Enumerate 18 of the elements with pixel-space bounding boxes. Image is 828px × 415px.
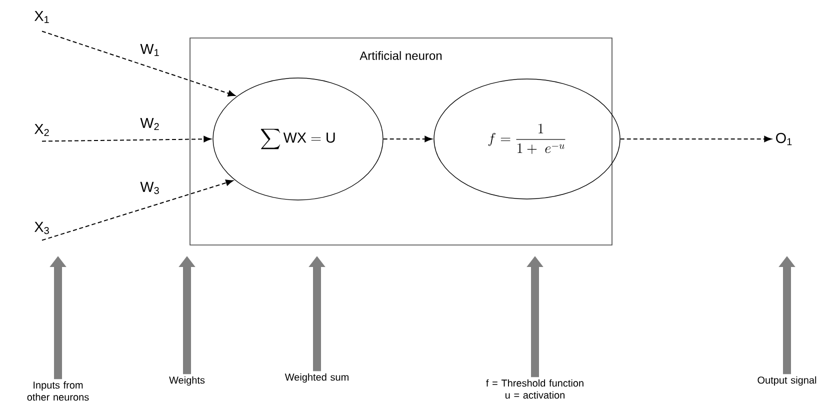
arrow	[42, 180, 234, 241]
node-label: Weights	[169, 376, 205, 386]
arrow	[42, 30, 236, 96]
node-label: Inputs from other neurons	[27, 381, 89, 401]
node-label: X$_{1}$	[34, 10, 49, 24]
node-label: Weighted sum	[284, 373, 348, 383]
arrow	[42, 136, 212, 142]
arrow	[620, 136, 772, 142]
node-label: O$_{1}$	[776, 132, 792, 146]
box-heading: Artificial neuron	[360, 51, 442, 60]
arrow	[382, 136, 432, 142]
edge-label: W$_{1}$	[139, 42, 161, 58]
node-label: Output signal	[758, 376, 816, 386]
node-label: X$_{2}$	[34, 124, 49, 136]
edge-label: W$_{2}$	[139, 116, 161, 132]
edge-label: W$_{3}$	[139, 180, 161, 196]
node-label: X$_{3}$	[34, 222, 49, 234]
node-label: f = Threshold function u = activation	[486, 379, 584, 399]
